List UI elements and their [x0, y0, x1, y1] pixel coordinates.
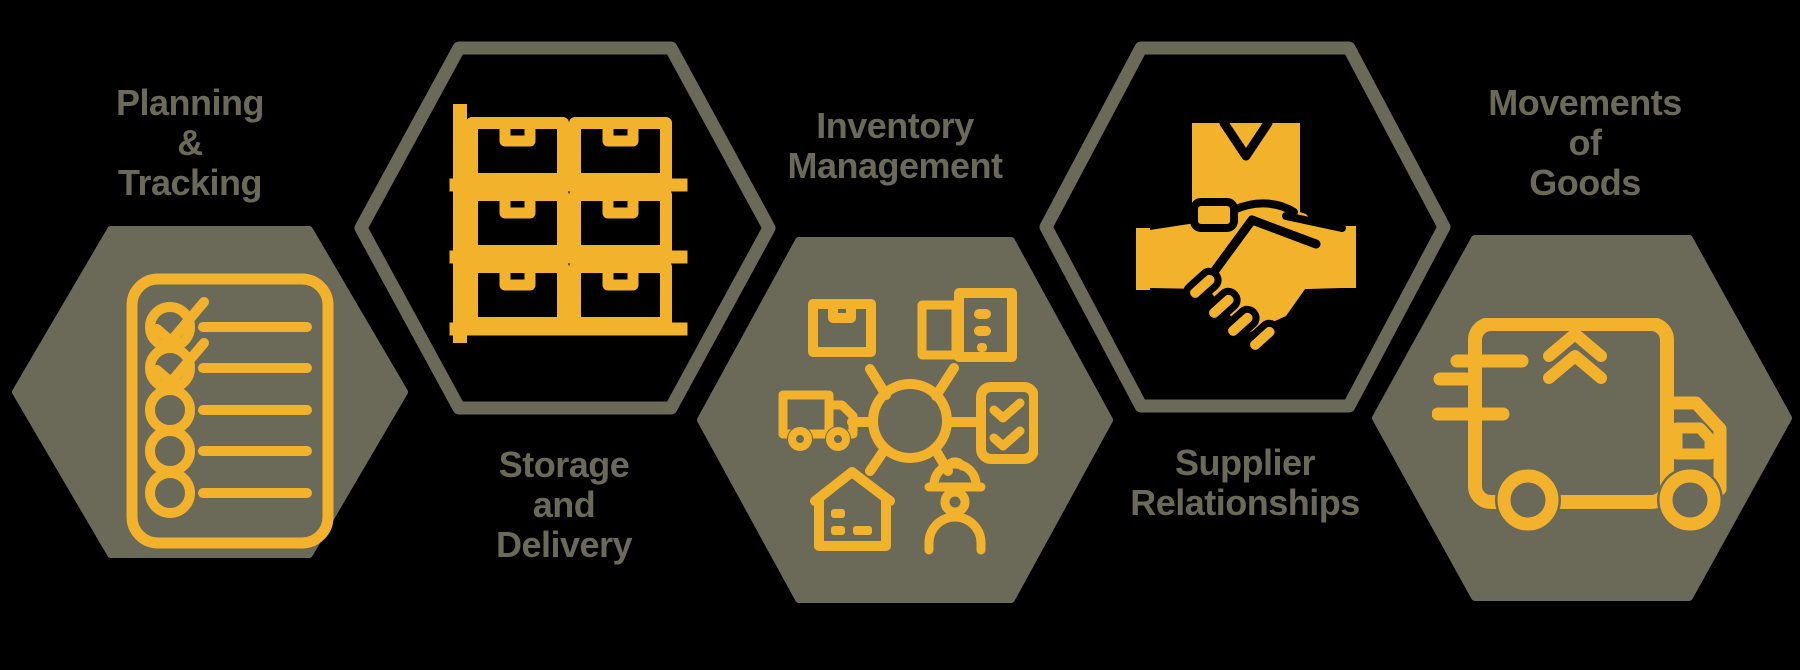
label-line: Tracking	[117, 162, 263, 203]
label-line: Storage	[498, 444, 630, 485]
label-line: Relationships	[1130, 482, 1360, 523]
hexagon-supplier-relationships	[1039, 41, 1451, 413]
delivery-truck-icon	[1432, 318, 1727, 533]
label-planning-tracking: Planning & Tracking	[116, 82, 265, 203]
label-line: &	[177, 122, 203, 163]
label-line: Goods	[1529, 162, 1641, 203]
label-storage-delivery: Storage and Delivery	[495, 444, 633, 565]
label-line: Movements	[1488, 82, 1682, 123]
hexagon-storage-delivery	[354, 41, 776, 415]
shelf-boxes-icon	[449, 104, 688, 343]
handshake-box-icon	[1136, 118, 1356, 357]
hexagon-planning-tracking	[12, 226, 408, 558]
label-supplier-relationships: Supplier Relationships	[1130, 443, 1360, 523]
label-line: Delivery	[495, 524, 633, 565]
label-line: Planning	[116, 82, 265, 123]
label-line: Management	[787, 145, 1003, 186]
label-line: Inventory	[816, 105, 974, 146]
label-inventory-management: Inventory Management	[787, 105, 1003, 186]
label-line: of	[1568, 122, 1602, 163]
label-line: and	[532, 484, 596, 525]
label-movements-goods: Movements of Goods	[1488, 83, 1682, 203]
label-line: Supplier	[1174, 442, 1316, 483]
checklist-icon	[126, 273, 334, 549]
supply-network-icon	[778, 288, 1038, 555]
